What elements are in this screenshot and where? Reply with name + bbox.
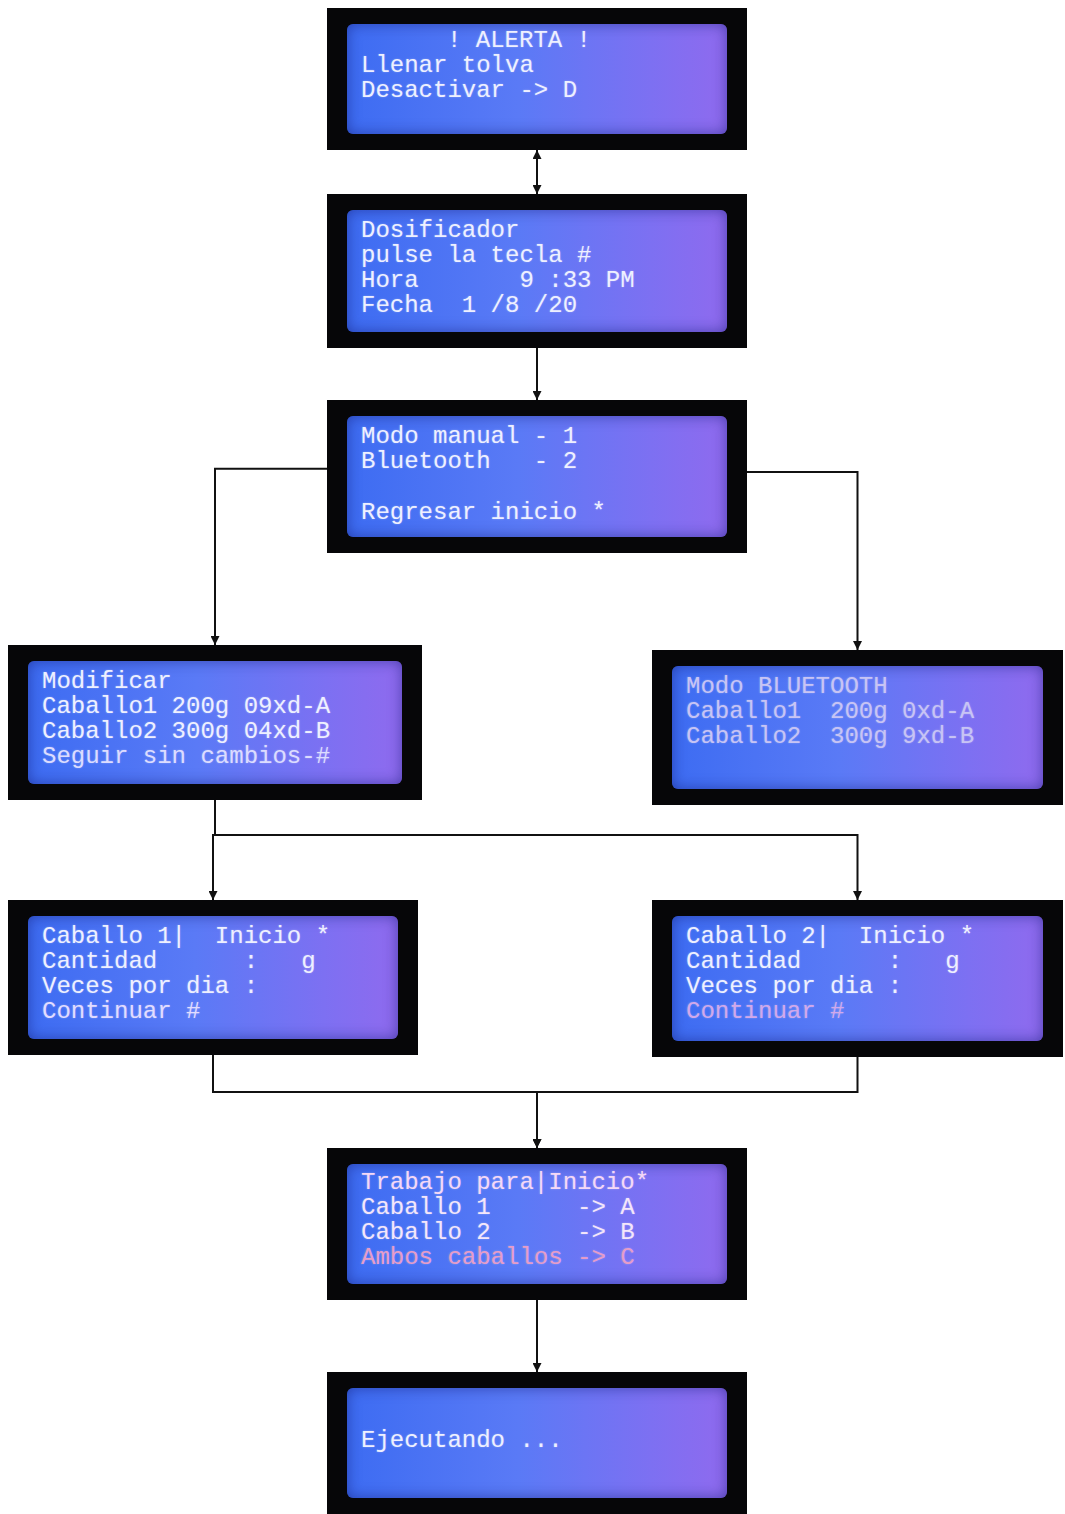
lcd-display: ! ALERTA !Llenar tolvaDesactivar -> D xyxy=(347,24,727,134)
lcd-module: Modo BLUETOOTHCaballo1 200g 0xd-ACaballo… xyxy=(652,650,1063,805)
lcd-module: Dosificadorpulse la tecla #Hora 9 :33 PM… xyxy=(327,194,747,348)
lcd-text-row: Caballo1 200g 09xd-A xyxy=(42,694,330,719)
flow-arrow xyxy=(536,150,538,194)
lcd-text-row: Desactivar -> D xyxy=(361,78,577,103)
lcd-text-row: Caballo 1 -> A xyxy=(361,1195,635,1220)
lcd-text-row: Caballo1 200g 0xd-A xyxy=(686,699,974,724)
lcd-module: Ejecutando ... xyxy=(327,1372,747,1514)
lcd-text-row: Bluetooth - 2 xyxy=(361,449,577,474)
lcd-text-row: Ejecutando ... xyxy=(361,1428,563,1453)
lcd-text-row: Modo manual - 1 xyxy=(361,424,577,449)
lcd-text-row: Cantidad : g xyxy=(42,949,316,974)
lcd-text-row: Caballo2 300g 9xd-B xyxy=(686,724,974,749)
lcd-text-row: Hora 9 :33 PM xyxy=(361,268,635,293)
flow-arrow xyxy=(747,472,858,650)
lcd-text-row: Trabajo para|Inicio* xyxy=(361,1170,649,1195)
lcd-module: ! ALERTA !Llenar tolvaDesactivar -> D xyxy=(327,8,747,150)
lcd-module: Caballo 1| Inicio *Cantidad : gVeces por… xyxy=(8,900,418,1055)
flow-arrow xyxy=(215,800,858,900)
lcd-text-row: Regresar inicio * xyxy=(361,500,606,525)
lcd-display: Modo manual - 1Bluetooth - 2 Regresar ini… xyxy=(347,416,727,537)
lcd-text-row: pulse la tecla # xyxy=(361,243,591,268)
lcd-display: Dosificadorpulse la tecla #Hora 9 :33 PM… xyxy=(347,210,727,332)
lcd-text-row: Caballo 2| Inicio * xyxy=(686,924,974,949)
lcd-text-row: Fecha 1 /8 /20 xyxy=(361,293,577,318)
flow-arrow xyxy=(536,348,538,400)
lcd-text-row: Cantidad : g xyxy=(686,949,960,974)
lcd-text-row: Veces por dia : xyxy=(686,974,902,999)
lcd-display: ModificarCaballo1 200g 09xd-ACaballo2 30… xyxy=(28,661,402,784)
flow-arrow xyxy=(213,1055,537,1148)
flow-arrow xyxy=(536,1300,538,1372)
lcd-module: Caballo 2| Inicio *Cantidad : gVeces por… xyxy=(652,900,1063,1057)
flow-arrow xyxy=(215,469,327,645)
flow-arrow xyxy=(537,1057,858,1148)
lcd-text-row: ! ALERTA ! xyxy=(447,28,591,53)
lcd-text-row: Seguir sin cambios-# xyxy=(42,744,330,769)
lcd-display: Ejecutando ... xyxy=(347,1388,727,1498)
lcd-text-row: Caballo 2 -> B xyxy=(361,1220,635,1245)
lcd-module: ModificarCaballo1 200g 09xd-ACaballo2 30… xyxy=(8,645,422,800)
lcd-text-row: Veces por dia : xyxy=(42,974,258,999)
lcd-display: Modo BLUETOOTHCaballo1 200g 0xd-ACaballo… xyxy=(672,666,1043,789)
lcd-text-row: Caballo 1| Inicio * xyxy=(42,924,330,949)
lcd-text-row: Continuar # xyxy=(42,999,200,1024)
lcd-text-row: Modo BLUETOOTH xyxy=(686,674,888,699)
lcd-text-row: Ambos caballos -> C xyxy=(361,1245,635,1270)
lcd-display: Trabajo para|Inicio*Caballo 1 -> ACaball… xyxy=(347,1164,727,1284)
lcd-text-row: Dosificador xyxy=(361,218,519,243)
lcd-display: Caballo 1| Inicio *Cantidad : gVeces por… xyxy=(28,916,398,1039)
lcd-display: Caballo 2| Inicio *Cantidad : gVeces por… xyxy=(672,916,1043,1041)
lcd-text-row: Caballo2 300g 04xd-B xyxy=(42,719,330,744)
lcd-text-row: Modificar xyxy=(42,669,172,694)
lcd-module: Modo manual - 1Bluetooth - 2 Regresar ini… xyxy=(327,400,747,553)
lcd-text-row: Llenar tolva xyxy=(361,53,534,78)
lcd-text-row: Continuar # xyxy=(686,999,844,1024)
lcd-module: Trabajo para|Inicio*Caballo 1 -> ACaball… xyxy=(327,1148,747,1300)
